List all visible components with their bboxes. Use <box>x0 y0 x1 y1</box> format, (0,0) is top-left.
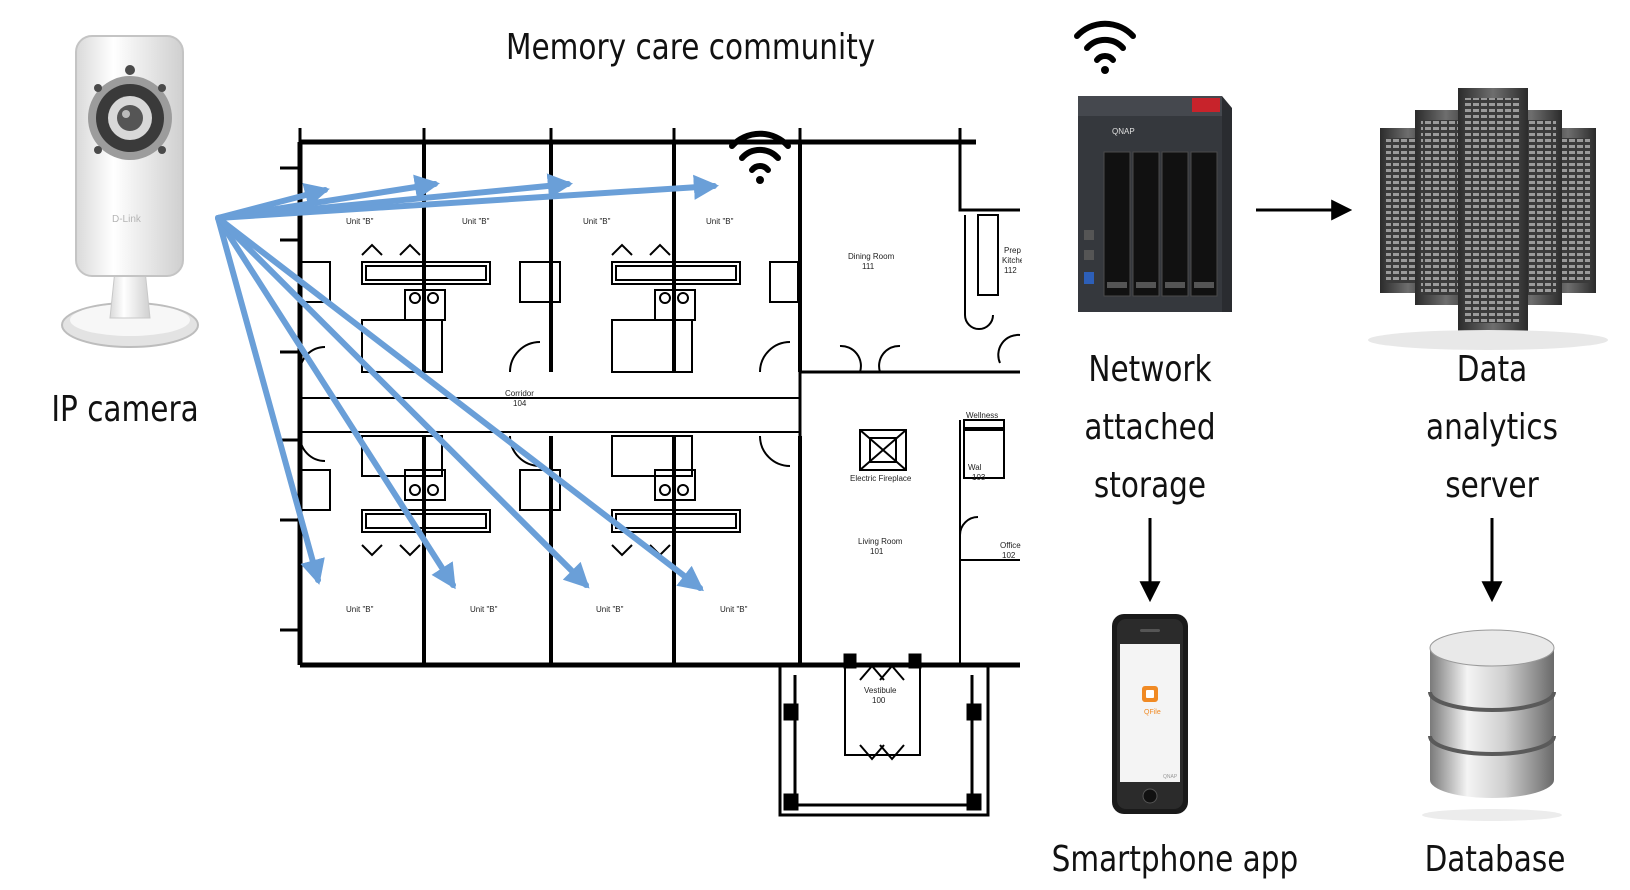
database-label: Database <box>1424 839 1566 880</box>
unit-label: Unit "B" <box>462 217 490 226</box>
database-icon <box>1422 629 1562 821</box>
coverage-arrow <box>215 174 720 221</box>
unit-label: Unit "B" <box>583 217 611 226</box>
floor-plan-labels: Unit "B" Unit "B" Unit "B" Unit "B" Unit… <box>346 217 1029 705</box>
room-label: 102 <box>1002 551 1016 560</box>
flow-arrows <box>1139 199 1503 603</box>
unit-label: Unit "B" <box>596 605 624 614</box>
room-label: 112 <box>1004 266 1017 275</box>
room-label: Living Room <box>858 537 903 546</box>
smartphone-label: Smartphone app <box>1051 839 1299 880</box>
coverage-arrow <box>215 215 704 592</box>
room-label: Electric Fireplace <box>850 474 912 483</box>
room-label: Dining Room <box>848 252 895 261</box>
camera-brand: D-Link <box>112 214 142 225</box>
room-label: 101 <box>870 547 884 556</box>
nas-label-line: Network <box>1088 349 1212 390</box>
unit-label: Unit "B" <box>470 605 498 614</box>
floor-plan <box>280 128 1021 817</box>
nas-label-line: attached <box>1084 407 1216 448</box>
room-label: Corridor <box>505 389 534 398</box>
room-label: Office <box>1000 541 1021 550</box>
coverage-arrow <box>215 215 456 590</box>
camera-icon: D-Link <box>61 35 199 348</box>
unit-label: Unit "B" <box>346 217 374 226</box>
room-label: 103 <box>972 473 986 482</box>
coverage-arrow <box>215 215 325 585</box>
plan-crop-mask <box>1022 120 1082 840</box>
server-label-line: server <box>1445 465 1539 506</box>
room-label: 104 <box>513 399 527 408</box>
wifi-icon <box>729 130 791 184</box>
unit-label: Unit "B" <box>346 605 374 614</box>
phone-app-name: QFile <box>1144 709 1161 716</box>
server-label-line: Data <box>1456 349 1528 390</box>
phone-brand: QNAP <box>1163 774 1178 780</box>
room-label: Vestibule <box>864 686 897 695</box>
wifi-icon <box>1074 20 1136 74</box>
server-label-line: analytics <box>1426 407 1558 448</box>
room-label: Wellness <box>966 411 998 420</box>
coverage-arrow <box>215 215 590 589</box>
nas-icon: QNAP <box>1078 96 1232 312</box>
ip-camera-label: IP camera <box>51 389 199 430</box>
room-label: 100 <box>872 696 886 705</box>
unit-label: Unit "B" <box>706 217 734 226</box>
nas-brand: QNAP <box>1112 127 1135 136</box>
diagram-title: Memory care community <box>506 27 876 68</box>
unit-label: Unit "B" <box>720 605 748 614</box>
room-label: 111 <box>862 262 875 271</box>
room-label: Kitchen <box>1002 256 1029 265</box>
camera-coverage-arrows <box>215 173 720 592</box>
room-label: Wal <box>968 463 982 472</box>
server-icon <box>1368 88 1608 350</box>
nas-label-line: storage <box>1093 465 1207 506</box>
phone-icon: QFile QNAP <box>1112 614 1188 814</box>
room-label: Prep <box>1004 246 1021 255</box>
